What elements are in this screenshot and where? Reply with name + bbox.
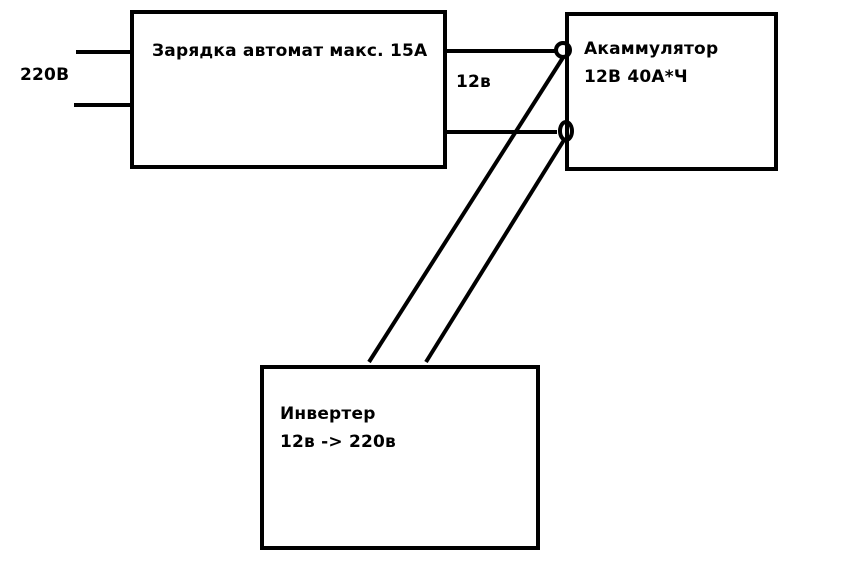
battery-box	[565, 12, 778, 171]
battery-terminal-negative	[558, 120, 574, 142]
battery-spec: 12В 40А*Ч	[584, 67, 688, 87]
input-voltage-label: 220В	[20, 65, 70, 85]
inverter-spec: 12в -> 220в	[280, 432, 396, 452]
inverter-name: Инвертер	[280, 404, 376, 424]
inverter-battery-wire-1	[367, 54, 566, 364]
charger-title: Зарядка автомат макс. 15А	[152, 41, 428, 61]
battery-name: Акаммулятор	[584, 39, 719, 59]
inverter-battery-wire-2	[424, 138, 566, 364]
inverter-box	[260, 365, 540, 550]
output-voltage-label: 12в	[456, 72, 492, 92]
charger-box	[130, 10, 447, 169]
